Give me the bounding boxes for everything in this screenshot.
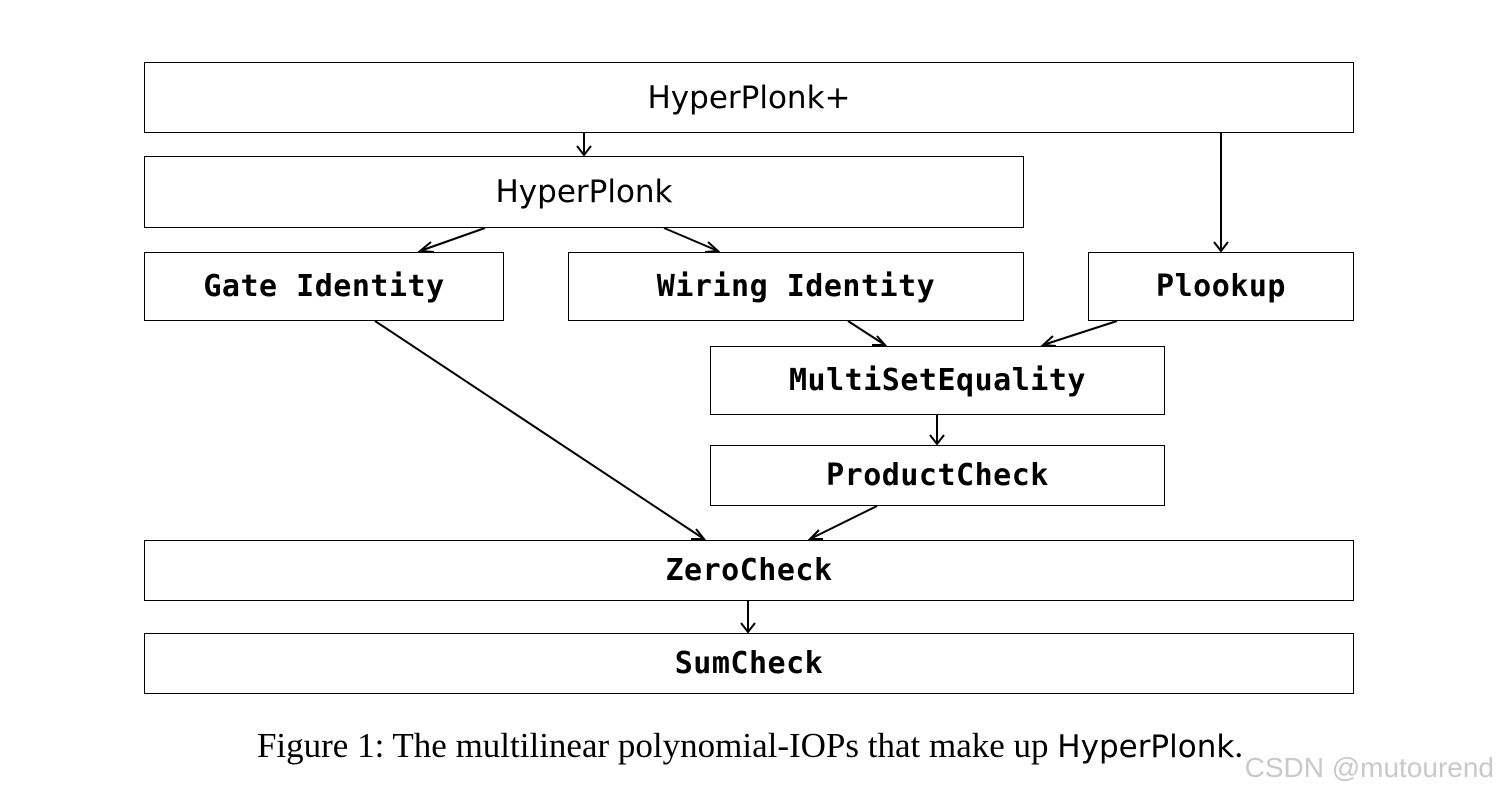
node-hyperplonk: HyperPlonk [144, 156, 1024, 228]
node-product-check-label: ProductCheck [826, 458, 1049, 493]
arrow-hyperplonk-to-gate-identity [417, 227, 486, 253]
arrow-product-check-to-zero-check [807, 505, 878, 540]
arrow-gate-identity-to-zero-check [374, 320, 707, 540]
arrow-hyperplonk-plus-to-plookup [1213, 133, 1229, 253]
watermark: CSDN @mutourend [1244, 752, 1494, 783]
figure-caption-name: HyperPlonk [1057, 729, 1235, 765]
node-sum-check: SumCheck [144, 633, 1354, 694]
node-zero-check: ZeroCheck [144, 540, 1354, 601]
node-gate-identity-label: Gate Identity [203, 269, 445, 304]
node-product-check: ProductCheck [710, 445, 1165, 506]
node-hyperplonk-label: HyperPlonk [495, 174, 673, 210]
arrow-multiset-equality-to-product-check [929, 415, 945, 446]
node-plookup: Plookup [1088, 252, 1354, 321]
arrow-wiring-identity-to-multiset-equality [847, 320, 888, 346]
node-zero-check-label: ZeroCheck [665, 553, 833, 588]
node-sum-check-label: SumCheck [674, 646, 824, 681]
arrow-hyperplonk-to-wiring-identity [663, 227, 721, 253]
arrow-zero-check-to-sum-check [740, 601, 756, 634]
node-hyperplonk-plus-label: HyperPlonk+ [647, 79, 851, 116]
node-multiset-equality: MultiSetEquality [710, 346, 1165, 415]
node-gate-identity: Gate Identity [144, 252, 504, 321]
node-wiring-identity-label: Wiring Identity [656, 269, 936, 304]
figure-caption-prefix: Figure 1: The multilinear polynomial-IOP… [256, 726, 1058, 765]
figure-caption-suffix: . [1234, 726, 1244, 765]
arrow-hyperplonk-plus-to-hyperplonk [576, 133, 592, 157]
node-plookup-label: Plookup [1156, 269, 1286, 304]
node-multiset-equality-label: MultiSetEquality [789, 363, 1086, 398]
figure-caption: Figure 1: The multilinear polynomial-IOP… [0, 726, 1500, 766]
node-wiring-identity: Wiring Identity [568, 252, 1024, 321]
arrow-plookup-to-multiset-equality [1040, 320, 1118, 347]
node-hyperplonk-plus: HyperPlonk+ [144, 62, 1354, 133]
